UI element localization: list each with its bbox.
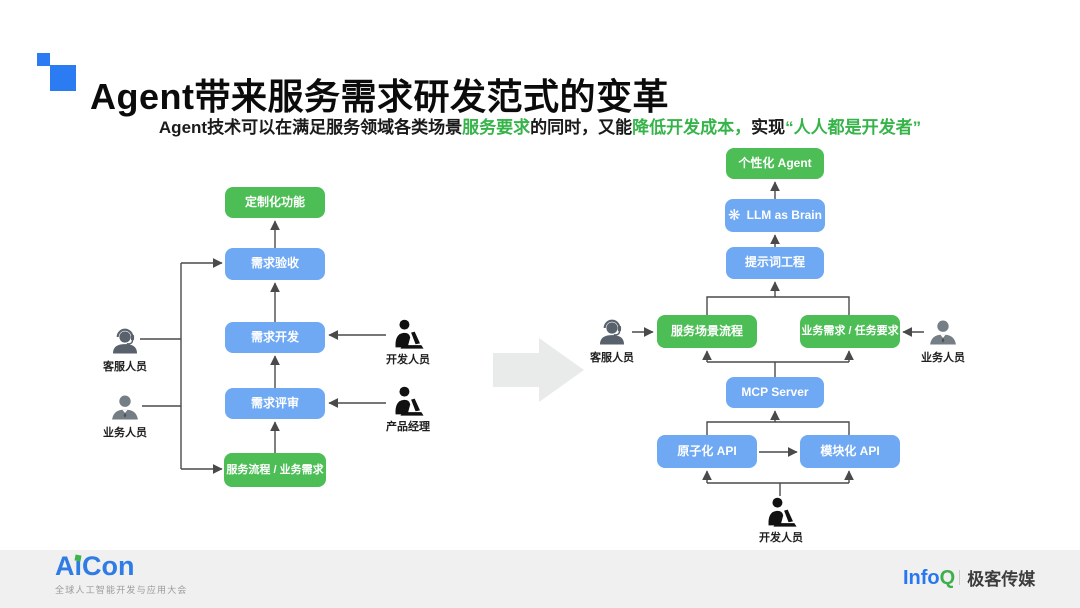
business-person-icon (112, 395, 138, 420)
actor-business-staff-left: 业务人员 (95, 391, 155, 440)
subtitle-segment: 实现 (751, 118, 786, 137)
node-customized-features: 定制化功能 (225, 187, 325, 218)
node-prompt-engineering: 提示词工程 (726, 247, 824, 279)
title-accent-square-small-icon (37, 53, 50, 66)
headset-person-icon (113, 328, 137, 354)
business-person-icon (930, 320, 956, 345)
subtitle: Agent技术可以在满足服务领域各类场景服务要求的同时，又能降低开发成本，实现“… (0, 113, 1080, 138)
node-modular-api: 模块化 API (800, 435, 900, 468)
actor-label: 业务人员 (103, 427, 147, 439)
subtitle-segment-highlight: 降低开发成本， (632, 118, 752, 137)
node-business-requirement-task: 业务需求 / 任务要求 (800, 315, 900, 348)
node-mcp-server: MCP Server (726, 377, 824, 408)
actor-label: 开发人员 (386, 354, 430, 366)
subtitle-segment: 的同时，又能 (530, 118, 633, 137)
logo-divider (959, 570, 961, 585)
actor-label: 业务人员 (921, 352, 965, 364)
developer-laptop-icon (395, 319, 424, 349)
actor-business-staff-right: 业务人员 (913, 316, 973, 365)
headset-person-icon (600, 319, 624, 345)
footer: AiCon 全球人工智能开发与应用大会 Info Q 极客传媒 (0, 550, 1080, 608)
developer-laptop-icon (768, 497, 797, 527)
actor-label: 客服人员 (103, 361, 147, 373)
actor-label: 客服人员 (590, 352, 634, 364)
llm-brain-icon: ❋ (728, 206, 741, 224)
node-llm-as-brain: ❋ LLM as Brain (725, 199, 825, 232)
node-requirement-acceptance: 需求验收 (225, 248, 325, 280)
actor-label: 开发人员 (759, 532, 803, 544)
developer-laptop-icon (395, 386, 424, 416)
aicon-logo-dot-icon (74, 554, 81, 561)
actor-customer-service-left: 客服人员 (95, 325, 155, 374)
actor-label: 产品经理 (386, 421, 430, 433)
node-requirement-review: 需求评审 (225, 388, 325, 419)
transformation-arrow (493, 338, 584, 402)
infoq-logo-info: Info (903, 566, 940, 589)
node-requirement-development: 需求开发 (225, 322, 325, 353)
node-atomic-api: 原子化 API (657, 435, 757, 468)
title-accent-square-large-icon (50, 65, 76, 91)
actor-product-manager-left: 产品经理 (378, 385, 438, 434)
node-label: LLM as Brain (746, 207, 822, 222)
subtitle-segment: Agent技术可以在满足服务领域各类场景 (158, 118, 463, 137)
media-name: 极客传媒 (967, 570, 1036, 589)
aicon-tagline: 全球人工智能开发与应用大会 (55, 585, 188, 595)
subtitle-segment-highlight: 服务要求 (462, 118, 531, 137)
subtitle-segment-highlight: “人人都是开发者” (785, 118, 922, 137)
node-service-process-business-requirement: 服务流程 / 业务需求 (224, 453, 326, 487)
aicon-logo-block: AiCon 全球人工智能开发与应用大会 (55, 553, 188, 596)
node-service-scenario-process: 服务场景流程 (657, 315, 757, 348)
infoq-logo-block: Info Q 极客传媒 (903, 565, 1035, 590)
actor-developer-right: 开发人员 (751, 496, 811, 545)
infoq-logo-q: Q (939, 566, 956, 589)
page-title: Agent带来服务需求研发范式的变革 (90, 76, 669, 118)
actor-developer-left: 开发人员 (378, 318, 438, 367)
actor-customer-service-right: 客服人员 (582, 316, 642, 365)
node-personalized-agent: 个性化 Agent (726, 148, 824, 179)
aicon-logo: AiCon (55, 551, 135, 581)
